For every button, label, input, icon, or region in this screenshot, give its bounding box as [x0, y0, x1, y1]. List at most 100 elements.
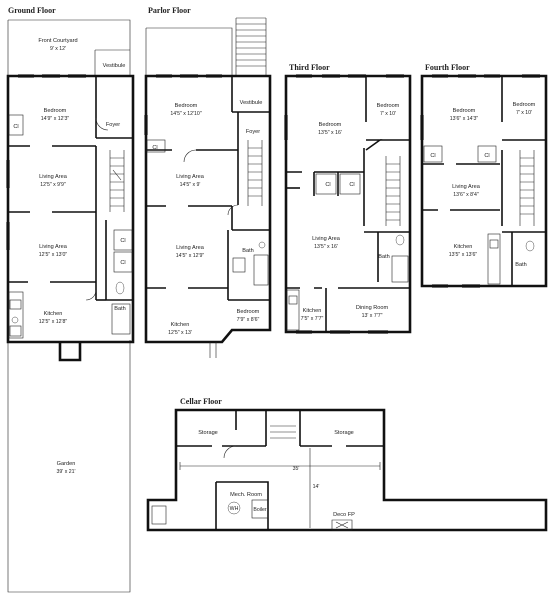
kitchen-size: 12'5" x 13': [168, 330, 192, 336]
fourth-floor: Fourth Floor Bedroom 13'6" x 14'3" Bedro…: [420, 63, 548, 288]
bedroom-size: 7' x 10': [516, 110, 532, 116]
third-outer-wall: [284, 74, 412, 334]
toilet: [525, 240, 535, 252]
living-area-label: Living Area: [176, 174, 205, 180]
living-area-size: 14'5" x 12'9": [176, 253, 205, 259]
boiler-label: Boiler: [253, 507, 267, 513]
kitchen-label: Kitchen: [171, 322, 190, 328]
courtyard-fence: [7, 19, 131, 75]
closet-label: Cl: [484, 153, 489, 159]
stairs: [386, 163, 400, 221]
water-heater: [227, 501, 241, 515]
fourth-floor-title: Fourth Floor: [425, 63, 470, 72]
kitchen-size: 7'5" x 7'7": [301, 316, 324, 322]
living-area-size: 12'5" x 13'0": [39, 252, 68, 258]
parlor-floor-title: Parlor Floor: [148, 6, 191, 15]
garden-boundary: [7, 340, 131, 593]
kitchen-size: 13'5" x 13'6": [449, 252, 478, 258]
bedroom-label: Bedroom: [237, 309, 260, 315]
bedroom-label: Bedroom: [513, 102, 536, 108]
cellar-width-dimension: 35': [293, 466, 300, 472]
living-area-size: 13'5" x 16': [314, 244, 338, 250]
closet: [423, 145, 443, 163]
kitchen-label: Kitchen: [454, 244, 473, 250]
toilet: [115, 281, 125, 295]
cellar-floor-title: Cellar Floor: [180, 397, 222, 406]
bathtub: [391, 255, 409, 283]
bedroom-size: 14'9" x 12'3": [41, 116, 70, 122]
parlor-floor: Parlor Floor Bedroom 14'5" x 12: [144, 6, 272, 358]
closet: [8, 114, 24, 136]
courtyard-size: 9' x 12': [50, 46, 66, 52]
dining-room-size: 13' x 7'7": [362, 313, 383, 319]
bathtub: [253, 254, 269, 286]
fireplace: [331, 519, 353, 531]
foyer-label: Foyer: [106, 122, 120, 128]
closet-label: Cl: [13, 124, 18, 130]
closet-label: Cl: [430, 153, 435, 159]
stairs: [520, 157, 534, 215]
closet: [315, 173, 337, 195]
kitchen-counter: [286, 289, 300, 331]
courtyard-label: Front Courtyard: [38, 38, 77, 44]
living-area-label: Living Area: [39, 174, 68, 180]
stairs: [110, 157, 124, 207]
closet-label: Cl: [120, 260, 125, 266]
stairs: [270, 425, 296, 439]
ground-floor-title: Ground Floor: [8, 6, 56, 15]
closet-label: Cl: [349, 182, 354, 188]
stairs: [248, 147, 262, 197]
closet: [146, 139, 166, 153]
bedroom-size: 7' x 10': [380, 111, 396, 117]
cellar-floor: Cellar Floor Storage Storage 35' 14' Mec…: [146, 397, 548, 532]
living-area-label: Living Area: [39, 244, 68, 250]
living-area-size: 14'5" x 9': [180, 182, 201, 188]
living-area-size: 12'5" x 9'9": [40, 182, 66, 188]
vestibule-label: Vestibule: [240, 100, 263, 106]
living-area-size: 13'6" x 8'4": [453, 192, 479, 198]
living-area-label: Living Area: [176, 245, 205, 251]
closet-label: Cl: [325, 182, 330, 188]
fourth-outer-wall: [420, 74, 548, 288]
bedroom-label: Bedroom: [175, 103, 198, 109]
garden-label: Garden: [57, 461, 76, 467]
closet-label: Cl: [152, 145, 157, 151]
third-floor: Third Floor Bedroom 13'5" x 16': [284, 63, 412, 334]
boiler: [251, 499, 269, 519]
bedroom-size: 13'6" x 14'3": [450, 116, 479, 122]
bath-label: Bath: [242, 248, 254, 254]
wh-label: WH: [230, 506, 239, 512]
ground-floor: Ground Floor: [6, 6, 135, 593]
mech-room-label: Mech. Room: [230, 492, 262, 498]
ground-outer-wall: [6, 74, 135, 344]
bedroom-label: Bedroom: [319, 122, 342, 128]
kitchen-size: 12'5" x 12'8": [39, 319, 68, 325]
kitchen-label: Kitchen: [44, 311, 63, 317]
door-swing: [95, 117, 109, 131]
bedroom-label: Bedroom: [44, 108, 67, 114]
parlor-outer-wall: [144, 74, 272, 344]
garden-size: 39' x 21': [57, 469, 76, 475]
bath-label: Bath: [515, 262, 527, 268]
bedroom-label: Bedroom: [377, 103, 400, 109]
kitchen-counter: [8, 291, 24, 339]
bedroom-size: 7'9" x 8'6": [237, 317, 260, 323]
foyer-label: Foyer: [246, 129, 260, 135]
storage-label: Storage: [198, 430, 218, 436]
third-floor-title: Third Floor: [289, 63, 330, 72]
front-stoop: [235, 17, 267, 76]
bath-label: Bath: [378, 254, 390, 260]
bath-label: Bath: [114, 306, 126, 312]
storage-label: Storage: [334, 430, 354, 436]
living-area-label: Living Area: [312, 236, 341, 242]
vestibule-label: Vestibule: [103, 63, 126, 69]
kitchen-counter: [487, 233, 501, 285]
living-area-label: Living Area: [452, 184, 481, 190]
deco-fp-label: Deco FP: [333, 512, 355, 518]
bedroom-size: 13'5" x 16': [318, 130, 342, 136]
dining-room-label: Dining Room: [356, 305, 389, 311]
cellar-outer-wall: [146, 408, 548, 532]
closet-label: Cl: [120, 238, 125, 244]
kitchen-label: Kitchen: [303, 308, 322, 314]
